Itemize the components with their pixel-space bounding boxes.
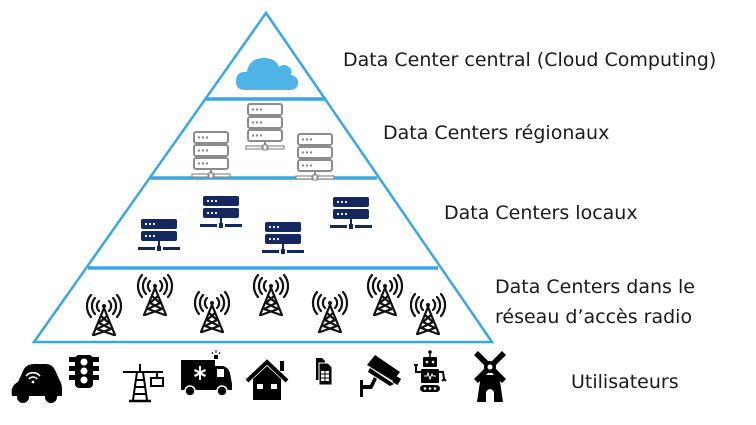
traffic-light-icon bbox=[69, 355, 99, 388]
cell-tower-icon bbox=[193, 290, 231, 334]
cloud-icon bbox=[235, 58, 299, 90]
level-label-regional: Data Centers régionaux bbox=[383, 122, 610, 144]
windmill-icon bbox=[474, 351, 506, 402]
level-label-ran-line-1: Data Centers dans le bbox=[495, 276, 695, 298]
server-outline-icon bbox=[295, 133, 335, 181]
cell-tower-icon bbox=[136, 273, 174, 317]
server-solid-icon bbox=[137, 218, 181, 252]
cell-tower-icon bbox=[366, 273, 404, 317]
level-label-local: Data Centers locaux bbox=[444, 202, 638, 224]
cell-tower-icon bbox=[409, 292, 447, 336]
users-label: Utilisateurs bbox=[571, 371, 679, 393]
ambulance-icon bbox=[181, 350, 232, 397]
sim-card-icon bbox=[316, 358, 333, 386]
server-solid-icon bbox=[329, 196, 373, 230]
level-label-ran-line-2: réseau d’accès radio bbox=[495, 306, 693, 328]
robot-icon bbox=[414, 350, 447, 392]
cell-tower-icon bbox=[311, 290, 349, 334]
server-solid-icon bbox=[261, 221, 305, 255]
cell-tower-icon bbox=[252, 273, 290, 317]
security-camera-icon bbox=[360, 355, 402, 397]
level-label-central: Data Center central (Cloud Computing) bbox=[343, 49, 717, 71]
server-solid-icon bbox=[199, 195, 243, 229]
crane-icon bbox=[123, 364, 164, 403]
level-label-ran: Data Centers dans le réseau d’accès radi… bbox=[495, 272, 695, 332]
server-outline-icon bbox=[245, 103, 285, 151]
cell-tower-icon bbox=[85, 293, 123, 337]
server-outline-icon bbox=[191, 131, 231, 179]
house-icon bbox=[245, 359, 289, 400]
connected-car-icon bbox=[11, 364, 63, 403]
